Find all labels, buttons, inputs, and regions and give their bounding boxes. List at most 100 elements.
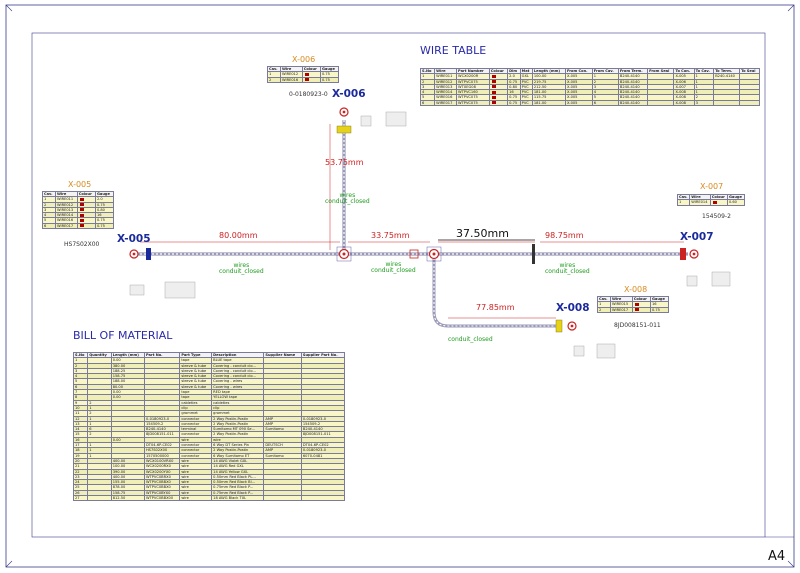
table-cell: DEUTSCH (263, 442, 302, 449)
column-header: Cav. (676, 193, 691, 201)
column-header: Supplier Name (263, 351, 302, 359)
colour-swatch (491, 101, 496, 105)
x006-tag: X-006 (292, 55, 316, 64)
table-cell: 2 (597, 306, 611, 313)
colour-swatch (79, 213, 84, 217)
table-cell: 27 (72, 494, 89, 502)
table-cell (300, 494, 346, 502)
table-cell (76, 222, 96, 230)
bom-title: BILL OF MATERIAL (73, 329, 173, 342)
table-cell: B240-4140 (713, 73, 741, 80)
column-header: To Seal (739, 67, 760, 75)
table-cell: 0.75 (649, 306, 670, 313)
table-cell: X-008 (673, 99, 695, 107)
column-header: Colour (709, 193, 728, 201)
table-cell: B240-4140 (617, 99, 649, 107)
table-cell: WIRE012 (434, 78, 458, 85)
dim-77-85: 77.85mm (476, 303, 515, 312)
column-header: Length (mm) (531, 67, 567, 75)
table-cell: 0-0180923-0 (143, 415, 181, 422)
column-header: Gauge (94, 190, 115, 198)
node-x006-junction (336, 246, 352, 262)
colour-swatch (634, 308, 639, 312)
table-cell (263, 494, 302, 502)
colour-swatch (79, 219, 84, 222)
colour-swatch (79, 224, 84, 228)
table-cell: WCX0200YX0 (143, 468, 181, 475)
table-cell: WIRE017 (54, 222, 78, 230)
table-cell: 6 (591, 99, 619, 107)
table-cell (739, 99, 760, 107)
column-header: To Term. (713, 67, 741, 75)
column-header: Cav. (42, 190, 56, 198)
table-cell: 154509-2 (143, 420, 181, 428)
table-cell (87, 494, 112, 502)
table-cell: DT04-6P-CE02 (300, 442, 346, 449)
node-x008-junction (426, 246, 442, 262)
table-cell: WIRE014 (434, 89, 458, 96)
outer-frame (5, 4, 795, 568)
table-cell: Sumitomo (263, 452, 302, 459)
table-cell: WIRE016 (434, 94, 458, 101)
colour-swatch (712, 200, 717, 204)
connector-x008-symbol (555, 319, 577, 333)
table-cell: Sumitomo (263, 426, 302, 433)
sheet-size-label: A4 (768, 549, 785, 564)
table-cell (709, 199, 728, 206)
table-cell: X-007 (673, 83, 695, 91)
table-cell: HS7S02X00 (143, 447, 181, 454)
colour-swatch (491, 90, 496, 94)
colour-swatch (491, 74, 496, 78)
table-cell (301, 76, 321, 83)
table-cell: 6 (419, 99, 436, 107)
colour-swatch (491, 80, 496, 84)
table-cell: 1 (676, 199, 691, 206)
column-header: Gauge (649, 295, 670, 303)
column-header: From Seal (647, 67, 675, 75)
table-cell: 1570500000 (143, 452, 181, 459)
column-header: Colour (301, 65, 321, 73)
clip-marker (532, 244, 535, 264)
column-header: Gauge (319, 65, 340, 73)
table-cell: X-005 (565, 99, 593, 107)
table-cell: WTPVC0BBX0 (143, 479, 181, 486)
colour-swatch (491, 96, 496, 99)
tape-marker (409, 249, 419, 259)
colour-swatch (634, 302, 639, 306)
dim-33-75: 33.75mm (371, 231, 410, 240)
table-cell: 18 AWG Black TXL (211, 494, 265, 502)
x005-part-number: HS7S02X00 (64, 241, 100, 248)
table-cell: WCX0200RX0 (143, 463, 181, 470)
dim-53-75: 53.75mm (325, 158, 364, 167)
x006-label: X-006 (332, 88, 366, 100)
x006-part-number: 0-0180923-0 (289, 91, 328, 98)
connector-x006-symbol (336, 107, 352, 134)
column-header: Colour (488, 67, 509, 75)
connector-x005-symbol (129, 248, 151, 260)
column-header: S.No (72, 351, 89, 359)
table-cell: 0.75 (507, 99, 521, 107)
colour-swatch (79, 203, 84, 207)
connector-x007-symbol (680, 248, 699, 260)
table-cell: WIRE013 (434, 83, 458, 91)
x005-label: X-005 (117, 233, 151, 245)
colour-swatch (304, 78, 309, 82)
table-cell: 812.50 (110, 494, 145, 502)
table-cell (631, 306, 651, 313)
